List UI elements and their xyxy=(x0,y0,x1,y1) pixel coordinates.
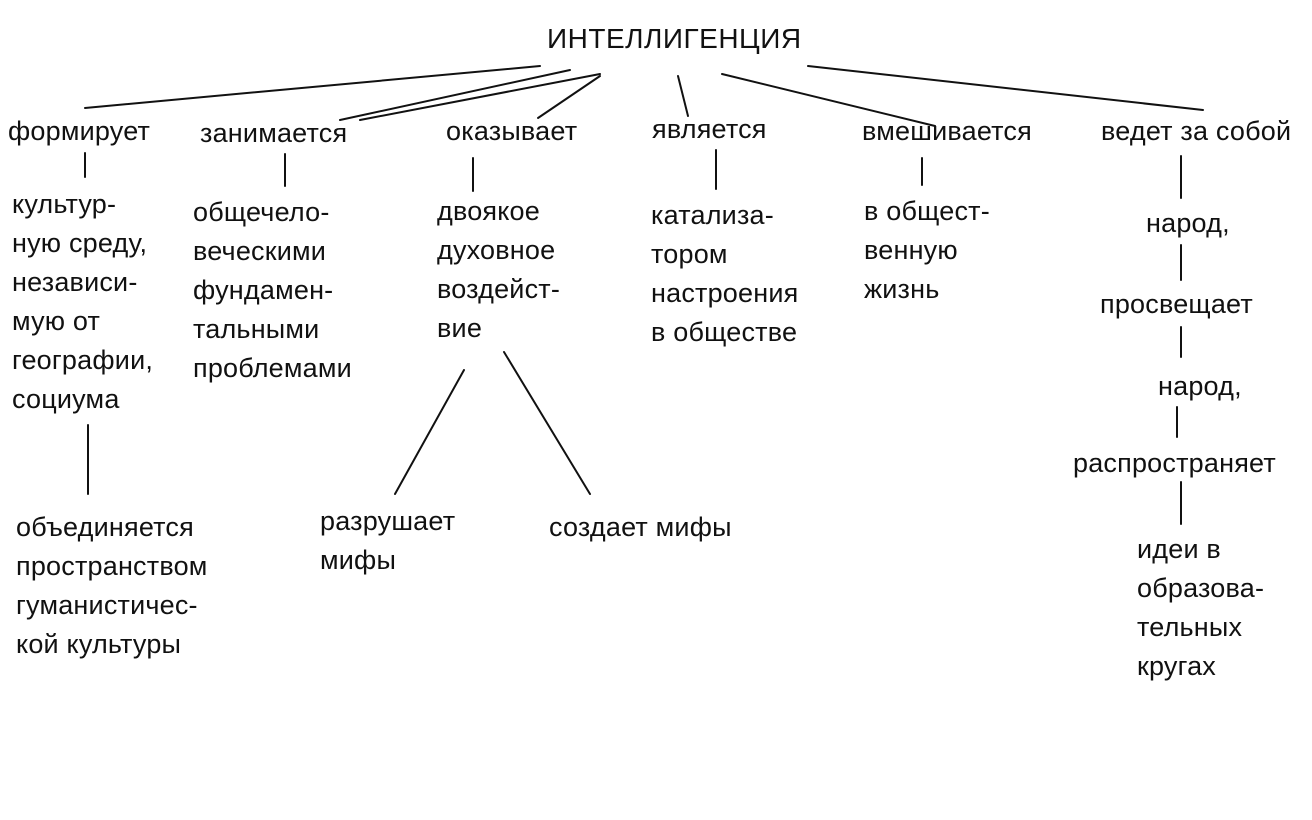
connector-object-razrushaet xyxy=(394,369,465,495)
object-okazyvaet-line: духовное xyxy=(437,235,556,265)
chain-narod-1: народ, xyxy=(1146,206,1230,240)
child-sozdaet: создает мифы xyxy=(549,508,732,547)
connector-root-vmeshivaetsya xyxy=(721,73,936,127)
connector-root-formiruet xyxy=(84,65,541,109)
verb-okazyvaet-label: оказывает xyxy=(446,116,578,146)
chain-narod-1-label: народ, xyxy=(1146,208,1230,238)
object-vmeshivaetsya-line: венную xyxy=(864,235,958,265)
chain-narod-2: народ, xyxy=(1158,369,1242,403)
connector-root-yavlyaetsya xyxy=(677,75,689,117)
object-vmeshivaetsya-line: жизнь xyxy=(864,274,940,304)
object-yavlyaetsya-line: тором xyxy=(651,239,728,269)
chain-prosveshchaet: просвещает xyxy=(1100,287,1253,321)
verb-formiruet: формирует xyxy=(8,114,150,148)
object-formiruet-line: культур- xyxy=(12,189,117,219)
connector-root-vedet xyxy=(807,65,1204,111)
object-zanimaetsya-line: проблемами xyxy=(193,353,352,383)
child-razrushaet-line: мифы xyxy=(320,545,397,575)
root-label: ИНТЕЛЛИГЕНЦИЯ xyxy=(547,23,802,54)
chain-prosveshchaet-label: просвещает xyxy=(1100,289,1253,319)
object-formiruet-line: мую от xyxy=(12,306,101,336)
verb-vedet-label: ведет за собой xyxy=(1101,116,1292,146)
chain-rasprostranyaet: распространяет xyxy=(1073,446,1276,480)
connector-root-zanimaetsya xyxy=(339,69,571,121)
object-zanimaetsya-line: тальными xyxy=(193,314,320,344)
next-formiruet-line: кой культуры xyxy=(16,629,182,659)
object-zanimaetsya: общечело- веческими фундамен- тальными п… xyxy=(193,193,352,388)
object-yavlyaetsya-line: катализа- xyxy=(651,200,774,230)
object-okazyvaet-line: воздейст- xyxy=(437,274,561,304)
chain-idei-line: идеи в xyxy=(1137,534,1221,564)
next-formiruet-line: гуманистичес- xyxy=(16,590,198,620)
chain-idei-line: кругах xyxy=(1137,651,1216,681)
child-sozdaet-line: создает мифы xyxy=(549,512,732,542)
object-yavlyaetsya-line: настроения xyxy=(651,278,799,308)
object-yavlyaetsya-line: в обществе xyxy=(651,317,798,347)
object-okazyvaet-line: вие xyxy=(437,313,483,343)
object-vmeshivaetsya: в общест- венную жизнь xyxy=(864,192,990,309)
object-formiruet-line: ную среду, xyxy=(12,228,148,258)
chain-idei-line: образова- xyxy=(1137,573,1265,603)
verb-formiruet-label: формирует xyxy=(8,116,151,146)
child-razrushaet: разрушает мифы xyxy=(320,502,455,580)
object-okazyvaet-line: двоякое xyxy=(437,196,540,226)
chain-rasprostranyaet-label: распространяет xyxy=(1073,448,1276,478)
object-zanimaetsya-line: веческими xyxy=(193,236,327,266)
object-zanimaetsya-line: фундамен- xyxy=(193,275,334,305)
connector-root-zanimaetsya-2 xyxy=(359,73,601,121)
object-formiruet: культур- ную среду, независи- мую от гео… xyxy=(12,185,153,419)
verb-yavlyaetsya-label: является xyxy=(652,114,767,144)
object-formiruet-line: независи- xyxy=(12,267,138,297)
verb-zanimaetsya: занимается xyxy=(200,116,347,150)
verb-okazyvaet: оказывает xyxy=(446,114,577,148)
next-formiruet-line: пространством xyxy=(16,551,208,581)
verb-zanimaetsya-label: занимается xyxy=(200,118,348,148)
chain-narod-2-label: народ, xyxy=(1158,371,1242,401)
verb-yavlyaetsya: является xyxy=(652,112,767,146)
chain-idei-line: тельных xyxy=(1137,612,1243,642)
verb-vmeshivaetsya: вмешивается xyxy=(862,114,1032,148)
connector-object-sozdaet xyxy=(503,351,591,495)
object-formiruet-line: социума xyxy=(12,384,120,414)
next-formiruet: объединяется пространством гуманистичес-… xyxy=(16,508,208,664)
child-razrushaet-line: разрушает xyxy=(320,506,456,536)
object-okazyvaet: двоякое духовное воздейст- вие xyxy=(437,192,560,348)
object-zanimaetsya-line: общечело- xyxy=(193,197,330,227)
object-vmeshivaetsya-line: в общест- xyxy=(864,196,990,226)
connector-root-okazyvaet xyxy=(537,75,601,119)
root-node: ИНТЕЛЛИГЕНЦИЯ xyxy=(547,22,802,56)
object-formiruet-line: географии, xyxy=(12,345,154,375)
next-formiruet-line: объединяется xyxy=(16,512,194,542)
verb-vmeshivaetsya-label: вмешивается xyxy=(862,116,1032,146)
verb-vedet: ведет за собой xyxy=(1101,114,1291,148)
chain-idei: идеи в образова- тельных кругах xyxy=(1137,530,1264,686)
object-yavlyaetsya: катализа- тором настроения в обществе xyxy=(651,196,798,352)
